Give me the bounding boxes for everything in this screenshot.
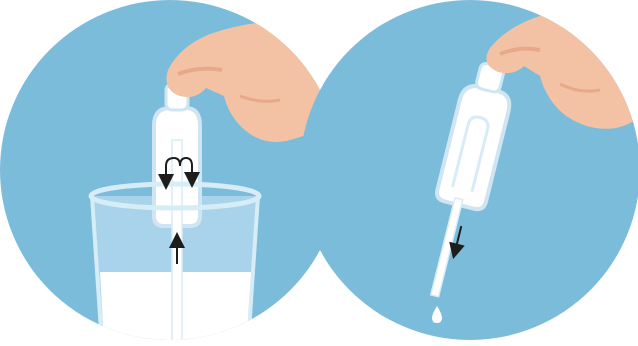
right-panel xyxy=(300,0,638,340)
loop-arrow-icon xyxy=(165,156,200,188)
down-arrow-icon xyxy=(449,225,465,260)
left-panel xyxy=(0,0,340,340)
glass-rim xyxy=(88,181,262,211)
droplet xyxy=(432,306,442,323)
